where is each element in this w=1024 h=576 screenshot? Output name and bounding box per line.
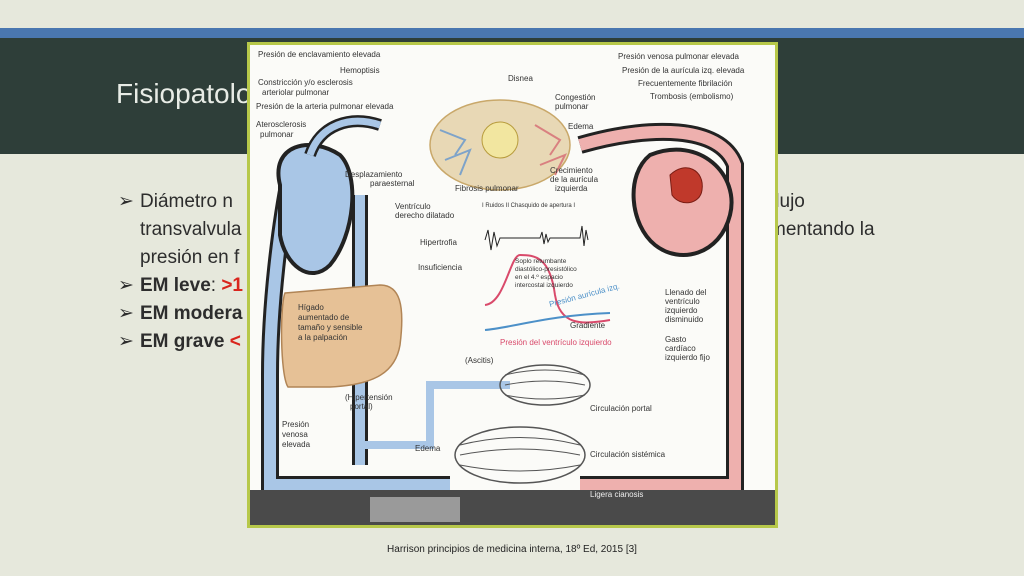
right-ventricle-shape — [276, 143, 355, 276]
label-ruidos: I Ruidos II Chasquido de apertura I — [482, 203, 575, 209]
systemic-capillary-bed — [454, 426, 586, 484]
top-margin — [0, 0, 1024, 28]
label-ventriculo-der: Ventrículo — [395, 202, 431, 211]
pulmonary-branches-blue — [439, 129, 472, 176]
label-hemoptisis: Hemoptisis — [340, 66, 380, 75]
label-hipertension: (Hipertensión — [345, 393, 393, 402]
label-circulacion-portal: Circulación portal — [590, 404, 652, 413]
label-arteria-pulmonar: Presión de la arteria pulmonar elevada — [256, 102, 394, 111]
label-soplo: Soplo retumbante — [515, 258, 567, 265]
label-aterosclerosis: Aterosclerosis — [256, 120, 306, 129]
xray-detail — [370, 497, 460, 522]
la-pressure-curve — [484, 312, 611, 331]
label-congestion: Congestión — [555, 93, 595, 102]
portal-branch — [360, 381, 510, 449]
xray-strip — [250, 490, 775, 525]
label-hipertension-2: portal) — [350, 402, 373, 411]
bullet-item: transvalvula mentando la — [118, 216, 898, 244]
circulation-diagram: Presión de enclavamiento elevada Hemopti… — [250, 50, 775, 525]
label-llenado: Llenado del — [665, 288, 707, 297]
label-hipertrofia: Hipertrofia — [420, 238, 457, 247]
label-venosa-pulmonar: Presión venosa pulmonar elevada — [618, 52, 740, 61]
label-arteriolar: arteriolar pulmonar — [262, 88, 329, 97]
bullet-arrow-icon: ➢ — [118, 331, 134, 352]
arterial-vessel — [578, 125, 741, 491]
label-edema-top: Edema — [568, 122, 594, 131]
label-fibrilacion: Frecuentemente fibrilación — [638, 79, 732, 88]
label-insuficiencia: Insuficiencia — [418, 263, 463, 272]
label-paraesternal: paraesternal — [370, 179, 415, 188]
label-higado-2: aumentado de — [298, 313, 350, 322]
label-higado: Hígado — [298, 303, 324, 312]
bullet-item: ➢ EM modera — [118, 300, 898, 328]
label-soplo-4: intercostal izquierdo — [515, 282, 573, 289]
label-higado-4: a la palpación — [298, 333, 347, 342]
label-circulacion-sistemica: Circulación sistémica — [590, 450, 666, 459]
label-desplazamiento: Desplazamiento — [345, 170, 403, 179]
label-presion-venosa-2: venosa — [282, 430, 308, 439]
label-presion-venosa: Presión — [282, 420, 309, 429]
alveoli-cluster — [481, 121, 519, 159]
bullet-text: : — [210, 275, 222, 296]
slide-title: Fisiopatolo — [116, 78, 252, 109]
bullet-arrow-icon: ➢ — [118, 275, 134, 296]
label-ascitis: (Ascitis) — [465, 356, 494, 365]
bullet-text-right: flujo — [770, 191, 805, 212]
bullet-item: ➢ EM grave < — [118, 328, 898, 356]
bullet-item: ➢ EM leve: >1 — [118, 272, 898, 300]
label-fibrosis: Fibrosis pulmonar — [455, 184, 519, 193]
label-auricula-izq: Presión de la aurícula izq. elevada — [622, 66, 745, 75]
figure-citation: Harrison principios de medicina interna,… — [387, 544, 637, 555]
label-llenado-3: izquierdo — [665, 306, 698, 315]
pathophysiology-figure: Presión de enclavamiento elevada Hemopti… — [247, 42, 778, 528]
severity-value: < — [229, 331, 241, 352]
label-presion-venosa-3: elevada — [282, 440, 311, 449]
label-trombosis: Trombosis (embolismo) — [650, 92, 734, 101]
label-pulmonar: pulmonar — [260, 130, 294, 139]
label-enclavamiento: Presión de enclavamiento elevada — [258, 50, 381, 59]
bullet-list: ➢ Diámetro n flujo transvalvula mentando… — [118, 188, 898, 356]
label-gasto-3: izquierdo fijo — [665, 353, 710, 362]
portal-capillary-bed — [499, 364, 591, 406]
label-llenado-4: disminuido — [665, 315, 704, 324]
phonocardiogram-trace — [484, 225, 589, 251]
label-gradiente: Gradiente — [570, 321, 606, 330]
label-constriccion: Constricción y/o esclerosis — [258, 78, 353, 87]
label-higado-3: tamaño y sensible — [298, 323, 363, 332]
label-gasto-2: cardíaco — [665, 344, 696, 353]
label-crecimiento: Crecimiento — [550, 166, 593, 175]
label-llenado-2: ventrículo — [665, 297, 700, 306]
thrombus-shape — [669, 167, 703, 204]
label-disnea: Disnea — [508, 74, 533, 83]
label-edema-bottom: Edema — [415, 444, 441, 453]
label-gasto: Gasto — [665, 335, 687, 344]
liver-shape — [280, 284, 403, 388]
bullet-text: Diámetro n — [140, 191, 233, 212]
bullet-item: ➢ Diámetro n flujo — [118, 188, 898, 216]
bullet-text: EM leve — [140, 275, 211, 296]
accent-stripe — [0, 28, 1024, 38]
label-congestion-2: pulmonar — [555, 102, 589, 111]
label-soplo-3: en el 4.º espacio — [515, 274, 563, 281]
bullet-text: EM modera — [140, 303, 243, 324]
bullet-item: presión en f — [118, 244, 898, 272]
bullet-text: EM grave — [140, 331, 230, 352]
bullet-text-right: mentando la — [770, 219, 875, 240]
severity-value: >1 — [221, 275, 243, 296]
pulmonary-artery — [306, 117, 382, 157]
lv-pressure-curve — [484, 253, 611, 324]
bullet-arrow-icon: ➢ — [118, 191, 134, 212]
label-cianosis: Ligera cianosis — [590, 490, 643, 499]
bullet-arrow-icon: ➢ — [118, 303, 134, 324]
pulmonary-branches-red — [534, 124, 568, 176]
label-ventriculo-der-2: derecho dilatado — [395, 211, 455, 220]
bullet-text: presión en f — [140, 247, 240, 268]
label-presion-ventriculo: Presión del ventrículo izquierdo — [500, 338, 612, 347]
label-crecimiento-2: de la aurícula — [550, 175, 599, 184]
bullet-text: transvalvula — [140, 219, 242, 240]
label-crecimiento-3: izquierda — [555, 184, 588, 193]
label-soplo-2: diastólico-presistólico — [515, 266, 577, 273]
